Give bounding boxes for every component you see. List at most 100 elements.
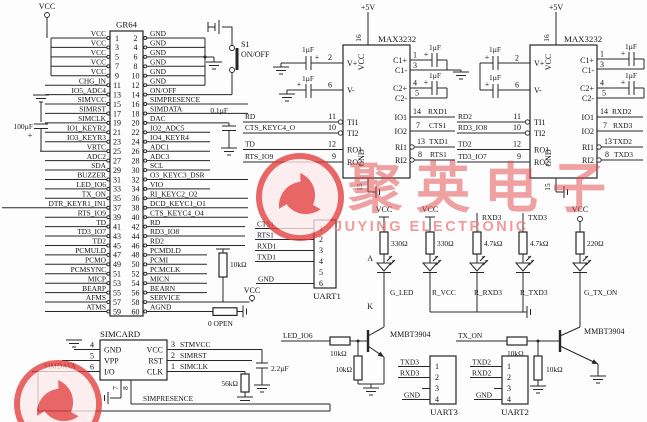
- pin-circle: [143, 168, 148, 172]
- uart1-pin2: 2: [319, 235, 323, 244]
- gr64-right-pin-label: GND: [150, 48, 167, 57]
- cap-01uf-wires: [222, 122, 236, 148]
- max2-c1p: C1+: [580, 56, 594, 65]
- emitter-arrow: [591, 359, 598, 364]
- pin-circle: [106, 252, 111, 257]
- gr64-right-pin-label: RI_KEYC2_O2: [150, 190, 198, 199]
- net-rxd2: RXD2: [612, 107, 632, 116]
- cap-1uf-value: 1µF: [625, 71, 637, 80]
- pin-circle: [143, 271, 148, 276]
- pin-circle: [143, 158, 148, 163]
- open-resistor: [212, 307, 238, 316]
- gr64-pin-row: BEARP 55 56 BEARN: [82, 284, 176, 298]
- pin-circle: [143, 54, 148, 59]
- gr64-right-pin-number: 36: [132, 194, 140, 203]
- uart2-pin1: 1: [507, 362, 511, 371]
- simcard-vpp: VPP: [104, 357, 119, 366]
- uart3-connector: TXD3 RXD3 GND 1 2 3 4 UART3: [398, 355, 459, 417]
- max1-ro2: RO2: [347, 158, 362, 167]
- led-name: R_RXD3: [474, 288, 502, 297]
- gr64-left-pin-label: DTR_KEYR1_IN1: [49, 199, 107, 208]
- resistor-value: 330Ω: [437, 239, 454, 248]
- max1-pin4: 4: [413, 79, 417, 88]
- pin-circle: [106, 130, 111, 135]
- p5v-label: +5V: [361, 3, 376, 12]
- resistor: [425, 231, 435, 255]
- max2-pin4: 4: [600, 79, 604, 88]
- gr64-right-pin-label: CTS_KEYC4_O4: [150, 208, 204, 217]
- resistor-value: 4.7kΩ: [484, 239, 503, 248]
- transistor-q1: LED_IO6 10kΩ 10kΩ MMBT3904: [281, 310, 430, 396]
- max2-ri2: RI2: [582, 156, 594, 165]
- gr64-left-pin-number: 25: [113, 147, 121, 156]
- gr64-pin-row: CHG_IN 11 12 GND: [79, 76, 167, 90]
- pin-circle: [106, 139, 111, 144]
- net-simrst: SIMRST: [180, 351, 207, 360]
- resistor-value: 10kΩ: [330, 349, 347, 358]
- ground-icon: [272, 66, 290, 75]
- simcard-title: SIMCARD: [100, 329, 140, 339]
- gr64-right-pin-number: 16: [132, 100, 140, 109]
- gr64-left-pin-number: 3: [115, 43, 119, 52]
- uart3-body: [429, 355, 457, 405]
- max3232-2: +5V 16 MAX3232 VCC GND V+ V- TI1 TI2 RO1…: [457, 3, 645, 198]
- max2-ri1: RI1: [582, 143, 594, 152]
- gr64-left-pin-label: SIMCLK: [78, 114, 107, 123]
- gr64-left-pin-label: CHG_IN: [79, 76, 107, 85]
- pin-circle: [106, 120, 111, 125]
- net-rxd3: RXD3: [613, 121, 633, 130]
- net-rxd3: RXD3: [482, 213, 502, 222]
- q1-base-resistor: [329, 336, 351, 346]
- net-rxd1: RXD1: [257, 242, 277, 251]
- cap-1uf-value: 1µF: [489, 73, 501, 82]
- gr64-pin-row: AFMS 57 58 SERVICE: [86, 293, 181, 307]
- gr64-right-pin-label: PCMDLD: [150, 246, 181, 255]
- max1-title: MAX3232: [378, 34, 416, 44]
- resistor: [518, 231, 528, 255]
- plus-sign: +: [297, 80, 302, 89]
- c22-wires: [256, 349, 268, 385]
- gr64-left-pin-label: MICP: [88, 274, 106, 283]
- ground-icon: [278, 93, 296, 102]
- ground-small-icon: [242, 305, 247, 318]
- resistor-value: 10kΩ: [546, 365, 563, 374]
- net-gnd: GND: [258, 275, 275, 284]
- max2-vplus: V+: [534, 59, 545, 68]
- net-rxd2: RXD2: [472, 369, 492, 378]
- net-td2: TD2: [458, 140, 472, 149]
- max1-pin11: 11: [328, 112, 336, 121]
- resistor-value: 10kΩ: [335, 365, 352, 374]
- q1-base-bar: [366, 330, 370, 352]
- gr64-left-pin-label: IO3_KEYR3: [67, 133, 106, 142]
- gnd-branch: [205, 56, 215, 62]
- gr64-right-pin-label: GND: [150, 57, 167, 66]
- gr64-right-pin-number: 20: [132, 119, 140, 128]
- ground-icon: [589, 375, 607, 384]
- max3232-1: +5V 16 MAX3232 VCC GND V+ V- TI1 TI2 RO1…: [243, 3, 470, 198]
- max1-c1-cap: [410, 53, 462, 72]
- net-txd3: TXD3: [528, 213, 547, 222]
- max1-pin13: 13: [417, 137, 425, 146]
- net-txd3: TXD3: [614, 150, 633, 159]
- max1-pin5: 5: [415, 89, 419, 98]
- max1-pin9: 9: [332, 152, 336, 161]
- c22-value: 2.2µF: [271, 364, 289, 373]
- net-led-io6: LED_IO6: [283, 331, 313, 340]
- max2-title: MAX3232: [564, 34, 602, 44]
- q2-ce-wires: [559, 310, 599, 376]
- pin-circle: [143, 45, 148, 50]
- led-name: G_LED: [390, 288, 414, 297]
- inverter-bubble: [596, 144, 602, 150]
- pin-circle: [106, 177, 111, 182]
- gr64-left-pin-number: 17: [113, 109, 121, 118]
- vcc-rail-left: VCC 100µF +: [14, 2, 55, 152]
- q2-base-resistor: [506, 336, 528, 346]
- gr64-pin-row: BUZZER 31 32 O3_KEYC3_DSR: [77, 171, 204, 185]
- gr64-right-pin-label: SIMDATA: [150, 105, 183, 114]
- max1-gnd: GND: [357, 149, 366, 167]
- max1-pin7: 7: [416, 121, 420, 130]
- max1-pin2: 2: [328, 53, 332, 62]
- ground-icon: [32, 94, 50, 103]
- gr64-left-pin-number: 19: [113, 119, 121, 128]
- pin-circle: [106, 45, 111, 50]
